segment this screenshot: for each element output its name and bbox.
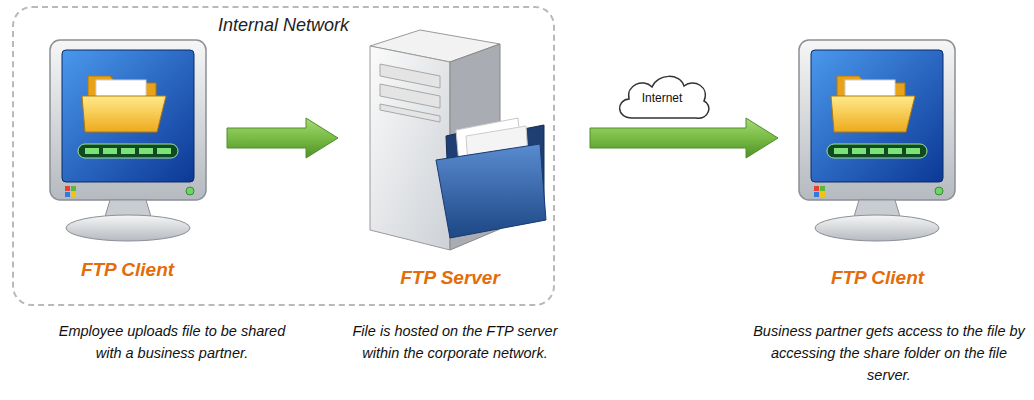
client-monitor bbox=[787, 36, 967, 246]
flow-arrow bbox=[590, 118, 778, 158]
device-label: FTP Client bbox=[81, 258, 174, 282]
caption-text: File is hosted on the FTP server within … bbox=[333, 320, 577, 364]
icon-node: FTP Client bbox=[40, 40, 215, 282]
caption-text: Employee uploads file to be shared with … bbox=[54, 320, 290, 364]
device-label: FTP Client bbox=[831, 266, 924, 290]
cloud-label: Internet bbox=[642, 91, 683, 105]
device-label: FTP Server bbox=[400, 266, 500, 290]
icon-node: FTP Client bbox=[790, 40, 965, 290]
region-title: Internal Network bbox=[14, 8, 553, 36]
caption-text: Business partner gets access to the file… bbox=[752, 320, 1026, 386]
internet-cloud: Internet bbox=[612, 70, 712, 126]
client-monitor bbox=[38, 36, 218, 246]
server-tower bbox=[350, 24, 550, 256]
flow-arrow bbox=[227, 118, 338, 158]
cloud-shape bbox=[620, 76, 709, 118]
icon-node: FTP Server bbox=[350, 28, 550, 290]
network-region: Internal NetworkFTP Client FTP Server bbox=[12, 6, 555, 306]
